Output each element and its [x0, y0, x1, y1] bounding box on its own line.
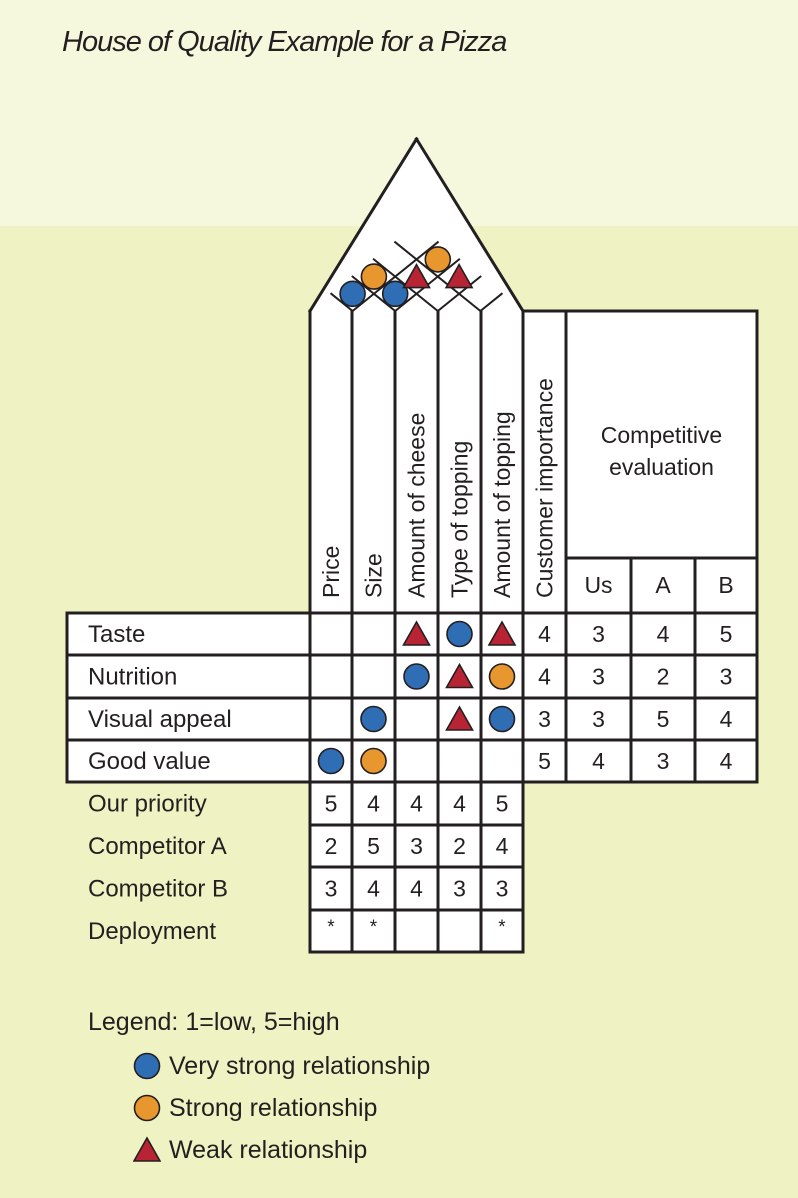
- evaluation-value: 4: [720, 706, 733, 732]
- roof-grid-line: [351, 275, 397, 313]
- importance-value: 5: [538, 748, 551, 774]
- bottom-value: *: [498, 917, 506, 938]
- roof-strong-symbol: [424, 246, 452, 273]
- relationship-weak-symbol: [402, 620, 431, 646]
- evaluation-value: 3: [592, 621, 605, 647]
- bottom-value: 5: [325, 791, 338, 817]
- evaluation-value: 5: [657, 706, 670, 732]
- evaluation-value: 3: [657, 748, 670, 774]
- importance-value: 4: [538, 664, 551, 690]
- weak-triangle-icon: [133, 1136, 161, 1162]
- relationship-very-strong-symbol: [446, 620, 473, 648]
- roof-grid-line: [329, 292, 355, 313]
- bottom-value: 4: [453, 791, 466, 817]
- bottom-value: *: [327, 917, 335, 938]
- evaluation-value: 4: [720, 748, 733, 774]
- relationship-strong-symbol: [488, 663, 516, 690]
- legend-item-very-strong: Very strong relationship: [133, 1050, 430, 1082]
- bottom-value: 5: [367, 833, 380, 859]
- customer-importance-header: Customer importance: [532, 378, 558, 598]
- very-strong-circle-icon: [133, 1052, 161, 1080]
- importance-value: 3: [538, 706, 551, 732]
- legend-label: Strong relationship: [169, 1093, 378, 1122]
- relationship-very-strong-symbol: [488, 705, 516, 733]
- bottom-row-label: Our priority: [88, 791, 207, 818]
- column-header: Size: [361, 553, 387, 598]
- bottom-value: 4: [410, 876, 423, 902]
- roof-background: [310, 139, 523, 311]
- bottom-value: 4: [410, 791, 423, 817]
- house-of-quality-diagram: Price Size Amount of cheese Type of topping…: [65, 136, 759, 954]
- evaluation-value: 5: [720, 621, 733, 647]
- legend-label: Weak relationship: [169, 1135, 368, 1164]
- legend-title: Legend: 1=low, 5=high: [88, 1008, 340, 1036]
- strong-circle-icon: [133, 1094, 161, 1122]
- bottom-value: 2: [453, 833, 466, 859]
- bottom-value: *: [370, 917, 378, 938]
- roof-grid-line: [393, 240, 482, 313]
- relationship-very-strong-symbol: [360, 705, 387, 733]
- evaluation-value: 3: [720, 664, 733, 690]
- requirement-label: Visual appeal: [88, 706, 232, 733]
- bottom-value: 2: [325, 833, 338, 859]
- requirement-label: Taste: [88, 621, 145, 648]
- relationship-very-strong-symbol: [317, 747, 345, 775]
- bottom-row-label: Competitor A: [88, 833, 227, 860]
- column-header: Amount of cheese: [404, 413, 430, 598]
- roof-weak-symbol: [402, 262, 431, 289]
- bottom-row-label: Competitor B: [88, 876, 228, 903]
- bottom-value: 4: [367, 876, 380, 902]
- relationship-weak-symbol: [487, 620, 517, 646]
- roof-weak-symbol: [444, 262, 474, 289]
- roof-edge: [307, 136, 419, 314]
- bottom-value: 3: [453, 876, 466, 902]
- legend-label: Very strong relationship: [169, 1051, 431, 1080]
- bottom-value: 3: [325, 876, 338, 902]
- relationship-weak-symbol: [445, 705, 474, 731]
- evaluation-value: 3: [592, 664, 605, 690]
- competitive-subheader: Us: [584, 572, 612, 598]
- bottom-value: 3: [496, 876, 509, 902]
- roof-edge: [414, 136, 526, 314]
- evaluation-value: 2: [657, 664, 670, 690]
- roof-very-strong-symbol: [381, 280, 409, 308]
- evaluation-value: 4: [657, 621, 670, 647]
- column-header: Price: [318, 546, 344, 598]
- competitive-evaluation-header: evaluation: [609, 454, 714, 480]
- relationship-very-strong-symbol: [403, 663, 430, 690]
- bottom-value: 3: [410, 833, 423, 859]
- evaluation-value: 3: [592, 706, 605, 732]
- bottom-value: 4: [367, 791, 380, 817]
- roof-grid-line: [478, 292, 504, 313]
- column-header: Type of topping: [447, 441, 473, 598]
- matrix-background: [310, 311, 757, 782]
- competitive-subheader: B: [718, 572, 733, 598]
- relationship-strong-symbol: [360, 747, 387, 775]
- bottom-value: 5: [496, 791, 509, 817]
- competitive-subheader: A: [655, 572, 671, 598]
- requirement-label: Good value: [88, 748, 211, 775]
- competitive-evaluation-header: Competitive: [601, 422, 722, 448]
- bottom-row-label: Deployment: [88, 918, 216, 945]
- relationship-weak-symbol: [445, 662, 474, 689]
- column-header: Amount of topping: [489, 411, 515, 598]
- page-title: House of Quality Example for a Pizza: [62, 26, 507, 58]
- legend-item-weak: Weak relationship: [133, 1134, 367, 1166]
- legend-item-strong: Strong relationship: [133, 1092, 377, 1124]
- bottom-value: 4: [496, 833, 509, 859]
- roof-very-strong-symbol: [339, 280, 366, 308]
- roof-strong-symbol: [360, 263, 388, 290]
- requirement-label: Nutrition: [88, 664, 177, 691]
- evaluation-value: 4: [592, 748, 605, 774]
- importance-value: 4: [538, 621, 551, 647]
